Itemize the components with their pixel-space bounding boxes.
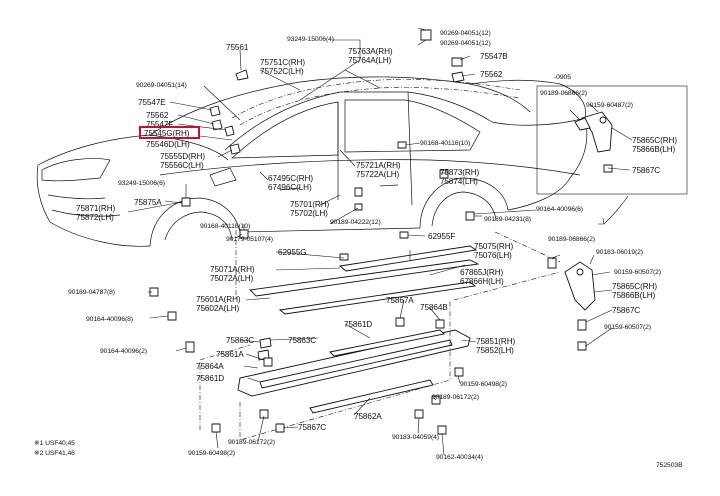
part-label: 75852(LH)	[476, 346, 514, 355]
part-label: 75873(RH)	[440, 168, 480, 177]
part-label: 75764A(LH)	[348, 56, 392, 65]
part-label: 90179-05107(4)	[226, 236, 273, 243]
part-label: 90189-06866(2)	[548, 236, 595, 243]
footnote: ※2 USF41,46	[34, 450, 75, 457]
part-label: 93249-15006(6)	[118, 180, 165, 187]
part-label: 75866B(LH)	[632, 145, 676, 154]
part-label: 75863C	[226, 336, 255, 345]
part-label: 90189-06172(2)	[432, 394, 479, 401]
part-label: 75864B	[420, 303, 448, 312]
rh-bracket	[547, 257, 596, 351]
part-label: 75861D	[344, 320, 373, 329]
part-label: 75562	[146, 111, 169, 120]
part-label: 75555D(RH)	[160, 152, 205, 161]
part-label: 75702(LH)	[290, 209, 328, 218]
part-label: 90189-04787(8)	[68, 289, 115, 296]
part-label: 75751C(RH)	[260, 58, 305, 67]
part-label: 62955F	[428, 232, 456, 241]
part-label: 90164-40096(8)	[86, 316, 133, 323]
part-label: 90164-40096(6)	[536, 206, 583, 213]
part-label: 90159-60487(2)	[586, 102, 633, 109]
part-label: 67496C(LH)	[268, 183, 312, 192]
inset-date-label: -0905	[554, 74, 571, 81]
part-label: 90159-60507(2)	[604, 324, 651, 331]
part-label: 67865J(RH)	[460, 268, 504, 277]
part-label: 90168-40116(10)	[200, 223, 251, 230]
part-label: 75867C	[298, 423, 327, 432]
part-label: 75075(RH)	[474, 242, 514, 251]
part-label: 75864A	[196, 362, 224, 371]
part-label: 67495C(RH)	[268, 174, 313, 183]
part-label: 75875A	[134, 198, 162, 207]
part-label: 90269-04051(12)	[440, 30, 491, 37]
part-label: 75752C(LH)	[260, 67, 304, 76]
part-label: 75763A(RH)	[348, 47, 393, 56]
part-label: 75076(LH)	[474, 251, 512, 260]
part-label: 90159-60507(2)	[614, 269, 661, 276]
part-label: 75547E	[138, 98, 166, 107]
part-label: 75701(RH)	[290, 200, 330, 209]
diagram-code: 752503B	[656, 462, 683, 469]
part-label: 90164-40096(2)	[100, 348, 147, 355]
part-label: 90269-04051(14)	[136, 82, 187, 89]
footnote: ※1 USF40,45	[34, 440, 75, 447]
part-label: 90189-06172(2)	[228, 439, 275, 446]
part-label: 75851(RH)	[476, 337, 516, 346]
part-label: 75866B(LH)	[612, 291, 656, 300]
part-label: 62955G	[278, 248, 307, 257]
part-label: 75865C(RH)	[612, 282, 657, 291]
part-label: 90189-06866(2)	[540, 90, 587, 97]
part-label: 90189-04222(12)	[330, 219, 381, 226]
part-label: 75547F	[146, 120, 174, 129]
part-label: 75071A(RH)	[210, 265, 255, 274]
part-label: 75861D	[196, 374, 225, 383]
part-label: 90162-40034(4)	[436, 454, 483, 461]
part-label: 75072A(LH)	[210, 274, 254, 283]
part-label: 75874(LH)	[440, 177, 478, 186]
part-label: 90183-06019(2)	[596, 249, 643, 256]
part-label: 93249-15006(4)	[287, 36, 334, 43]
inset-bracket	[569, 103, 633, 173]
part-label: 67866H(LH)	[460, 277, 504, 286]
part-label: 75556C(LH)	[160, 161, 204, 170]
part-label: 75602A(LH)	[196, 304, 240, 313]
part-label: 75547B	[480, 52, 508, 61]
part-label: 75863C	[288, 336, 317, 345]
part-label: 75721A(RH)	[356, 161, 401, 170]
part-label: 75871(RH)	[76, 204, 116, 213]
part-label: 75861A	[216, 350, 244, 359]
part-label: 75561	[226, 43, 249, 52]
car-body-outline	[36, 76, 588, 247]
part-label: 75867C	[612, 306, 641, 315]
part-label: 75867C	[632, 166, 661, 175]
part-label: 75722A(LH)	[356, 170, 400, 179]
part-label: 75865C(RH)	[632, 136, 677, 145]
part-label: 90159-60498(2)	[188, 450, 235, 457]
part-label: 75546D(LH)	[146, 140, 190, 149]
side-sills	[237, 245, 480, 414]
part-label: 75562	[480, 70, 503, 79]
part-label: 75601A(RH)	[196, 295, 241, 304]
leader-lines	[127, 27, 613, 456]
inset-frame	[536, 85, 688, 195]
fasteners	[149, 29, 475, 435]
part-label: 90168-40116(10)	[420, 140, 471, 147]
part-label: 90159-60498(2)	[460, 381, 507, 388]
part-label-highlighted: 75545G(RH)	[144, 129, 190, 138]
part-label: 75867A	[386, 296, 414, 305]
part-label: 90183-04059(4)	[392, 434, 439, 441]
part-label: 90269-04051(12)	[440, 40, 491, 47]
highlight-box	[139, 126, 200, 139]
part-label: 75872(LH)	[76, 213, 114, 222]
part-label: 75862A	[354, 412, 382, 421]
part-label: 90189-04231(8)	[484, 216, 531, 223]
